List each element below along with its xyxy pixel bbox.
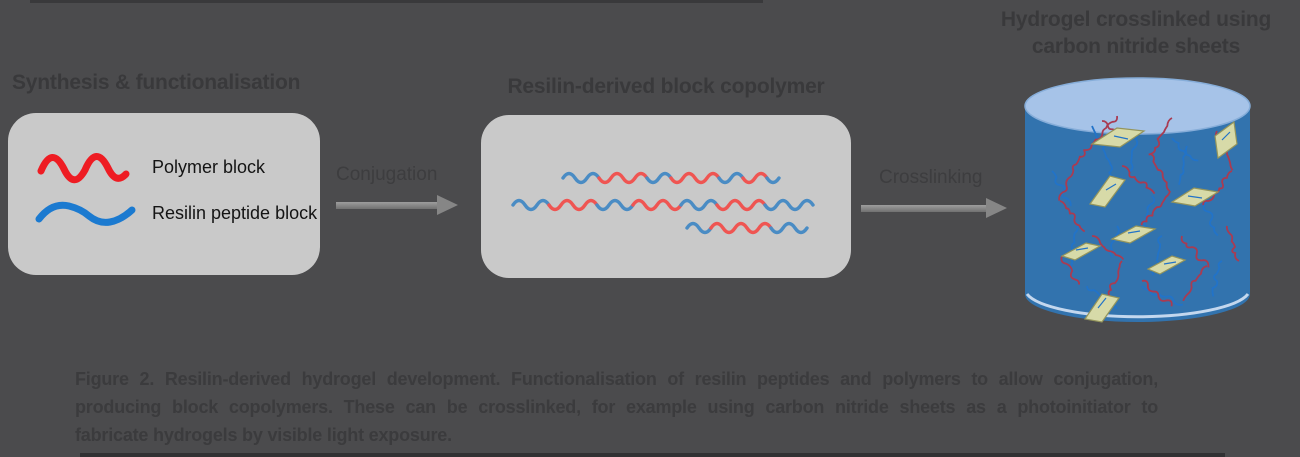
chain-segment	[631, 198, 683, 212]
cylinder-bottom-rim	[1025, 293, 1250, 319]
carbon-nitride-sheet	[1060, 242, 1102, 261]
chain-segment	[679, 198, 719, 212]
chain-segment	[741, 171, 769, 185]
chain-segment	[669, 171, 721, 185]
caption-line: Figure 2. Resilin-derived hydrogel devel…	[75, 369, 1158, 389]
sheet-marks	[1075, 131, 1231, 309]
polymer-strand	[1141, 279, 1173, 307]
cylinder-top-surface	[1024, 77, 1251, 135]
polymer-strand	[1091, 235, 1125, 260]
synthesis-panel: Polymer block Resilin peptide block	[8, 113, 320, 275]
top-crop-strip	[30, 0, 763, 3]
chain-segment	[597, 171, 649, 185]
polymer-strand	[1202, 170, 1233, 206]
polymer-strand	[1148, 117, 1173, 156]
resilin-strand	[1051, 170, 1072, 207]
chain-segment	[709, 221, 773, 235]
carbon-nitride-sheets	[1060, 120, 1238, 323]
caption-line: fabricate hydrogels by visible light exp…	[75, 425, 452, 445]
carbon-nitride-sheet	[1090, 127, 1146, 148]
chain-segment	[645, 171, 673, 185]
conjugation-label: Conjugation	[336, 164, 438, 185]
chain-segment	[595, 198, 635, 212]
polymer-block-label: Polymer block	[152, 157, 266, 177]
resilin-wave-icon	[35, 201, 136, 226]
resilin-strand	[1211, 260, 1223, 297]
resilin-strand	[1129, 130, 1139, 173]
chain-segment	[765, 176, 781, 185]
chain-segment	[511, 198, 551, 212]
carbon-nitride-sheet	[1146, 255, 1187, 275]
right-title-line1: Hydrogel crosslinked using	[1000, 8, 1272, 31]
left-panel-title: Synthesis & functionalisation	[12, 71, 301, 94]
chain-segment	[547, 198, 599, 212]
chain-segment	[769, 221, 809, 235]
chain-segment	[685, 221, 713, 235]
polymer-strand	[1149, 153, 1171, 192]
polymer-strand	[1060, 255, 1081, 285]
polymer-wave-icon	[37, 153, 130, 184]
right-panel-title: Hydrogel crosslinked using carbon nitrid…	[975, 6, 1297, 60]
middle-panel-title: Resilin-derived block copolymer	[507, 75, 825, 98]
polymer-strand	[1180, 235, 1210, 268]
hydrogel-cylinder-icon	[1024, 77, 1251, 323]
arrow-head-icon	[986, 198, 1007, 218]
figure-caption: Figure 2. Resilin-derived hydrogel devel…	[75, 365, 1158, 449]
crosslinking-arrow	[861, 198, 1007, 218]
arrow-head-icon	[437, 195, 458, 215]
arrow-shaft	[336, 201, 437, 209]
polymer-strand	[1107, 260, 1123, 297]
right-title-line2: carbon nitride sheets	[1031, 35, 1241, 58]
polymer-strand	[1059, 200, 1086, 233]
caption-line: producing block copolymers. These can be…	[75, 397, 1158, 417]
carbon-nitride-sheet	[1110, 225, 1157, 244]
polymer-strand	[1121, 165, 1156, 195]
chain-segment	[717, 171, 745, 185]
polymer-strand	[1140, 190, 1171, 226]
chain-segment	[715, 198, 767, 212]
copolymer-chains-icon	[511, 171, 815, 235]
carbon-nitride-sheet	[1088, 175, 1127, 208]
resilin-block-label: Resilin peptide block	[152, 203, 318, 223]
bottom-crop-strip	[80, 453, 1225, 457]
chain-segment	[561, 171, 601, 185]
conjugation-arrow	[336, 195, 458, 215]
polymer-strand	[1058, 155, 1081, 201]
crosslinking-label: Crosslinking	[879, 167, 983, 188]
carbon-nitride-sheet	[1214, 120, 1238, 160]
copolymer-panel	[481, 115, 851, 278]
polymer-strand	[1225, 225, 1240, 262]
carbon-nitride-sheet	[1083, 293, 1121, 323]
chain-segment	[763, 198, 815, 212]
polymer-strand	[1182, 265, 1208, 302]
resilin-strand	[1171, 137, 1199, 162]
arrow-shaft	[861, 204, 986, 212]
